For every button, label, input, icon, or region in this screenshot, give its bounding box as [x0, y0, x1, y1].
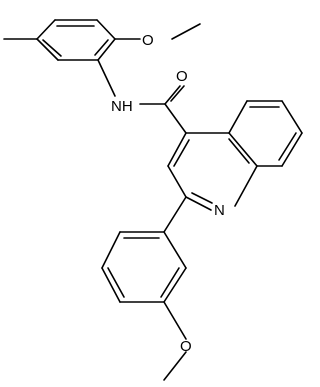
top-methoxy-oxygen-label: O: [142, 32, 154, 49]
quinoline-pyridine-ring: [167, 132, 258, 211]
quinoline-benzo-ring: [228, 100, 303, 167]
top-methoxy-group: [114, 23, 201, 40]
bottom-methoxy-group: [163, 301, 187, 381]
amide-nh-label: NH: [111, 98, 133, 115]
carbonyl-oxygen-label: O: [176, 68, 188, 85]
structure-svg: O NH O N: [3, 19, 303, 381]
bottom-phenyl-ring: [101, 196, 187, 303]
amide-linker: [97, 59, 187, 134]
quinoline-nitrogen-label: N: [214, 202, 225, 219]
bottom-methoxy-oxygen-label: O: [180, 338, 192, 355]
molecule-diagram: O NH O N: [3, 19, 303, 381]
top-phenyl-ring: [36, 19, 116, 61]
